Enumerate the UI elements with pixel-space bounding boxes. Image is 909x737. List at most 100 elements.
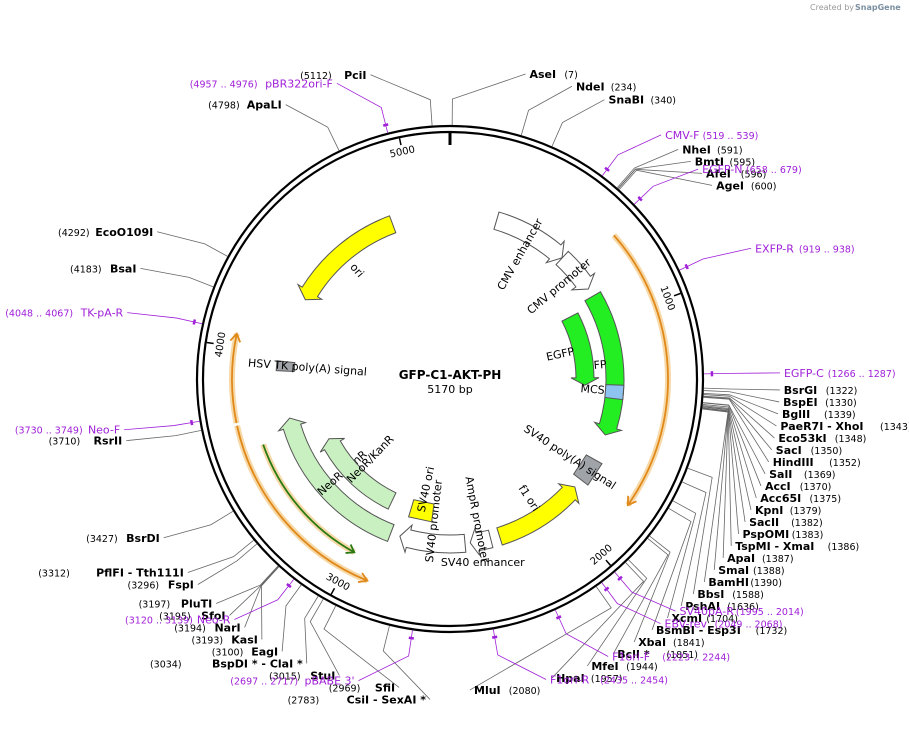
site-pos-pshai: (1636) — [727, 602, 759, 613]
site-name-bsai: BsaI — [110, 262, 136, 275]
primer-name-pbr322ori-f: pBR322ori-F — [265, 77, 333, 90]
primer-leader — [703, 372, 780, 375]
site-pos-acc65i: (1375) — [809, 494, 841, 505]
site-leader — [617, 160, 691, 189]
site-leader — [469, 586, 612, 691]
site-leader — [140, 267, 214, 288]
site-pos-csii-sexai: (2783) — [288, 695, 320, 706]
feature-f1-ori — [496, 483, 580, 546]
primer-mark — [555, 615, 562, 620]
site-pos-hindiii: (1352) — [829, 458, 861, 469]
plasmid-name: GFP-C1-AKT-PH — [399, 368, 502, 382]
site-leader — [702, 408, 729, 582]
primer-name-ebv-rev: EBV-rev — [665, 618, 708, 631]
site-name-hpai: HpaI — [556, 672, 585, 685]
site-name-tspmi-xmai: TspMI - XmaI — [735, 540, 814, 553]
backbone-inner-circle — [201, 130, 699, 628]
feature-sv40-poly-a-signal — [572, 454, 603, 486]
site-name-bsrdi: BsrDI — [126, 532, 160, 545]
feature-hsv-tk-poly-a-signal — [275, 360, 296, 373]
site-pos-snabi: (340) — [650, 96, 676, 107]
primer-leader — [601, 582, 661, 624]
plasmid-length: 5170 bp — [427, 383, 472, 396]
primer-pos-egfp-n: (658 .. 679) — [746, 165, 802, 176]
site-pos-apali: (4798) — [208, 101, 240, 112]
site-pos-bglii: (1339) — [824, 410, 856, 421]
site-leader — [703, 395, 775, 439]
site-leader — [703, 390, 780, 403]
primer-pos-sv40pa-r: (1995 .. 2014) — [736, 607, 804, 618]
site-name-bsrgi: BsrGI — [784, 384, 817, 397]
orf-arrowhead — [229, 331, 242, 343]
backbone — [195, 124, 705, 634]
site-name-apai: ApaI — [727, 552, 755, 565]
orf-arcs — [229, 233, 671, 584]
backbone-outer-circle — [195, 124, 705, 634]
site-name-csii-sexai: CsiI - SexAI * — [347, 693, 427, 706]
feature-label-ampr-promoter: AmpR promoter — [462, 475, 491, 564]
site-pos-kpni: (1379) — [790, 506, 822, 517]
site-name-pluti: PluTI — [181, 597, 212, 610]
primer-pos-ebv-rev: (2049 .. 2068) — [715, 620, 783, 631]
site-leader — [382, 625, 431, 700]
primer-labels: CMV-F(519 .. 539)EGFP-N(658 .. 679)EXFP-… — [5, 77, 895, 687]
site-leader — [304, 595, 319, 664]
site-leader — [703, 392, 779, 415]
primer-mark — [382, 123, 389, 127]
site-leader — [126, 429, 202, 442]
primer-mark — [604, 166, 610, 172]
feature-mcs — [604, 384, 625, 401]
primer-pos-cmv-f: (519 .. 539) — [703, 131, 759, 142]
site-leader — [703, 396, 773, 451]
primer-leader — [555, 609, 609, 657]
feature-neor-kanr — [319, 437, 397, 510]
primer-leader — [124, 420, 200, 431]
site-leader — [370, 74, 433, 126]
site-leader — [197, 543, 258, 585]
site-name-bsmbi-esp3i: BsmBI - Esp3I — [656, 624, 741, 637]
site-name-kasi: KasI — [231, 633, 258, 646]
feature-label-egfp: EGFP — [545, 345, 576, 364]
site-leader — [612, 538, 669, 655]
site-name-sfii: SfiI — [375, 681, 395, 694]
primer-mark — [603, 586, 610, 592]
site-name-eagi: EagI — [251, 645, 278, 658]
feature-neor-kanr — [277, 417, 395, 543]
site-leader — [309, 598, 340, 676]
site-leader — [163, 510, 234, 539]
site-name-xbai: XbaI — [638, 636, 666, 649]
primer-name-exfp-r: EXFP-R — [755, 242, 794, 255]
feature-cmv-promoter — [555, 250, 596, 291]
site-name-ndei: NdeI — [576, 80, 605, 93]
feature-egfp — [561, 312, 600, 386]
site-pos-stui: (3015) — [269, 671, 301, 682]
primer-pos-egfp-c: (1266 .. 1287) — [828, 369, 896, 380]
feature-ampr-promoter — [469, 527, 494, 556]
site-pos-apai: (1387) — [762, 554, 794, 565]
site-name-nhei: NheI — [682, 143, 711, 156]
site-name-smai: SmaI — [718, 564, 749, 577]
feature-egfp — [584, 291, 625, 436]
site-name-hindiii: HindIII — [773, 456, 814, 469]
primer-leader — [336, 82, 389, 133]
site-name-pshai: PshAI — [685, 600, 720, 613]
site-pos-bsrdi: (3427) — [86, 534, 118, 545]
credit-prefix: Created by — [810, 3, 854, 12]
tick-mark — [206, 341, 214, 345]
site-name-pcii: PciI — [344, 69, 366, 82]
primer-mark — [192, 319, 197, 325]
site-name-acc65i: Acc65I — [760, 492, 801, 505]
site-pos-mlui: (2080) — [509, 686, 541, 697]
feature-ori — [296, 215, 397, 301]
feature-label-mcs: MCS — [580, 382, 605, 397]
site-leader — [702, 405, 752, 511]
site-pos-smai: (1388) — [753, 566, 785, 577]
site-name-paer7i-xhoi: PaeR7I - XhoI — [780, 420, 863, 433]
site-name-bamhi: BamHI — [708, 576, 749, 589]
primer-name-tk-pa-r: TK-pA-R — [80, 307, 124, 320]
site-leader — [633, 535, 671, 643]
site-name-nari: NarI — [214, 621, 240, 634]
orf-arc — [262, 444, 355, 554]
site-pos-bmti: (595) — [730, 157, 756, 168]
primer-leader — [127, 312, 203, 325]
